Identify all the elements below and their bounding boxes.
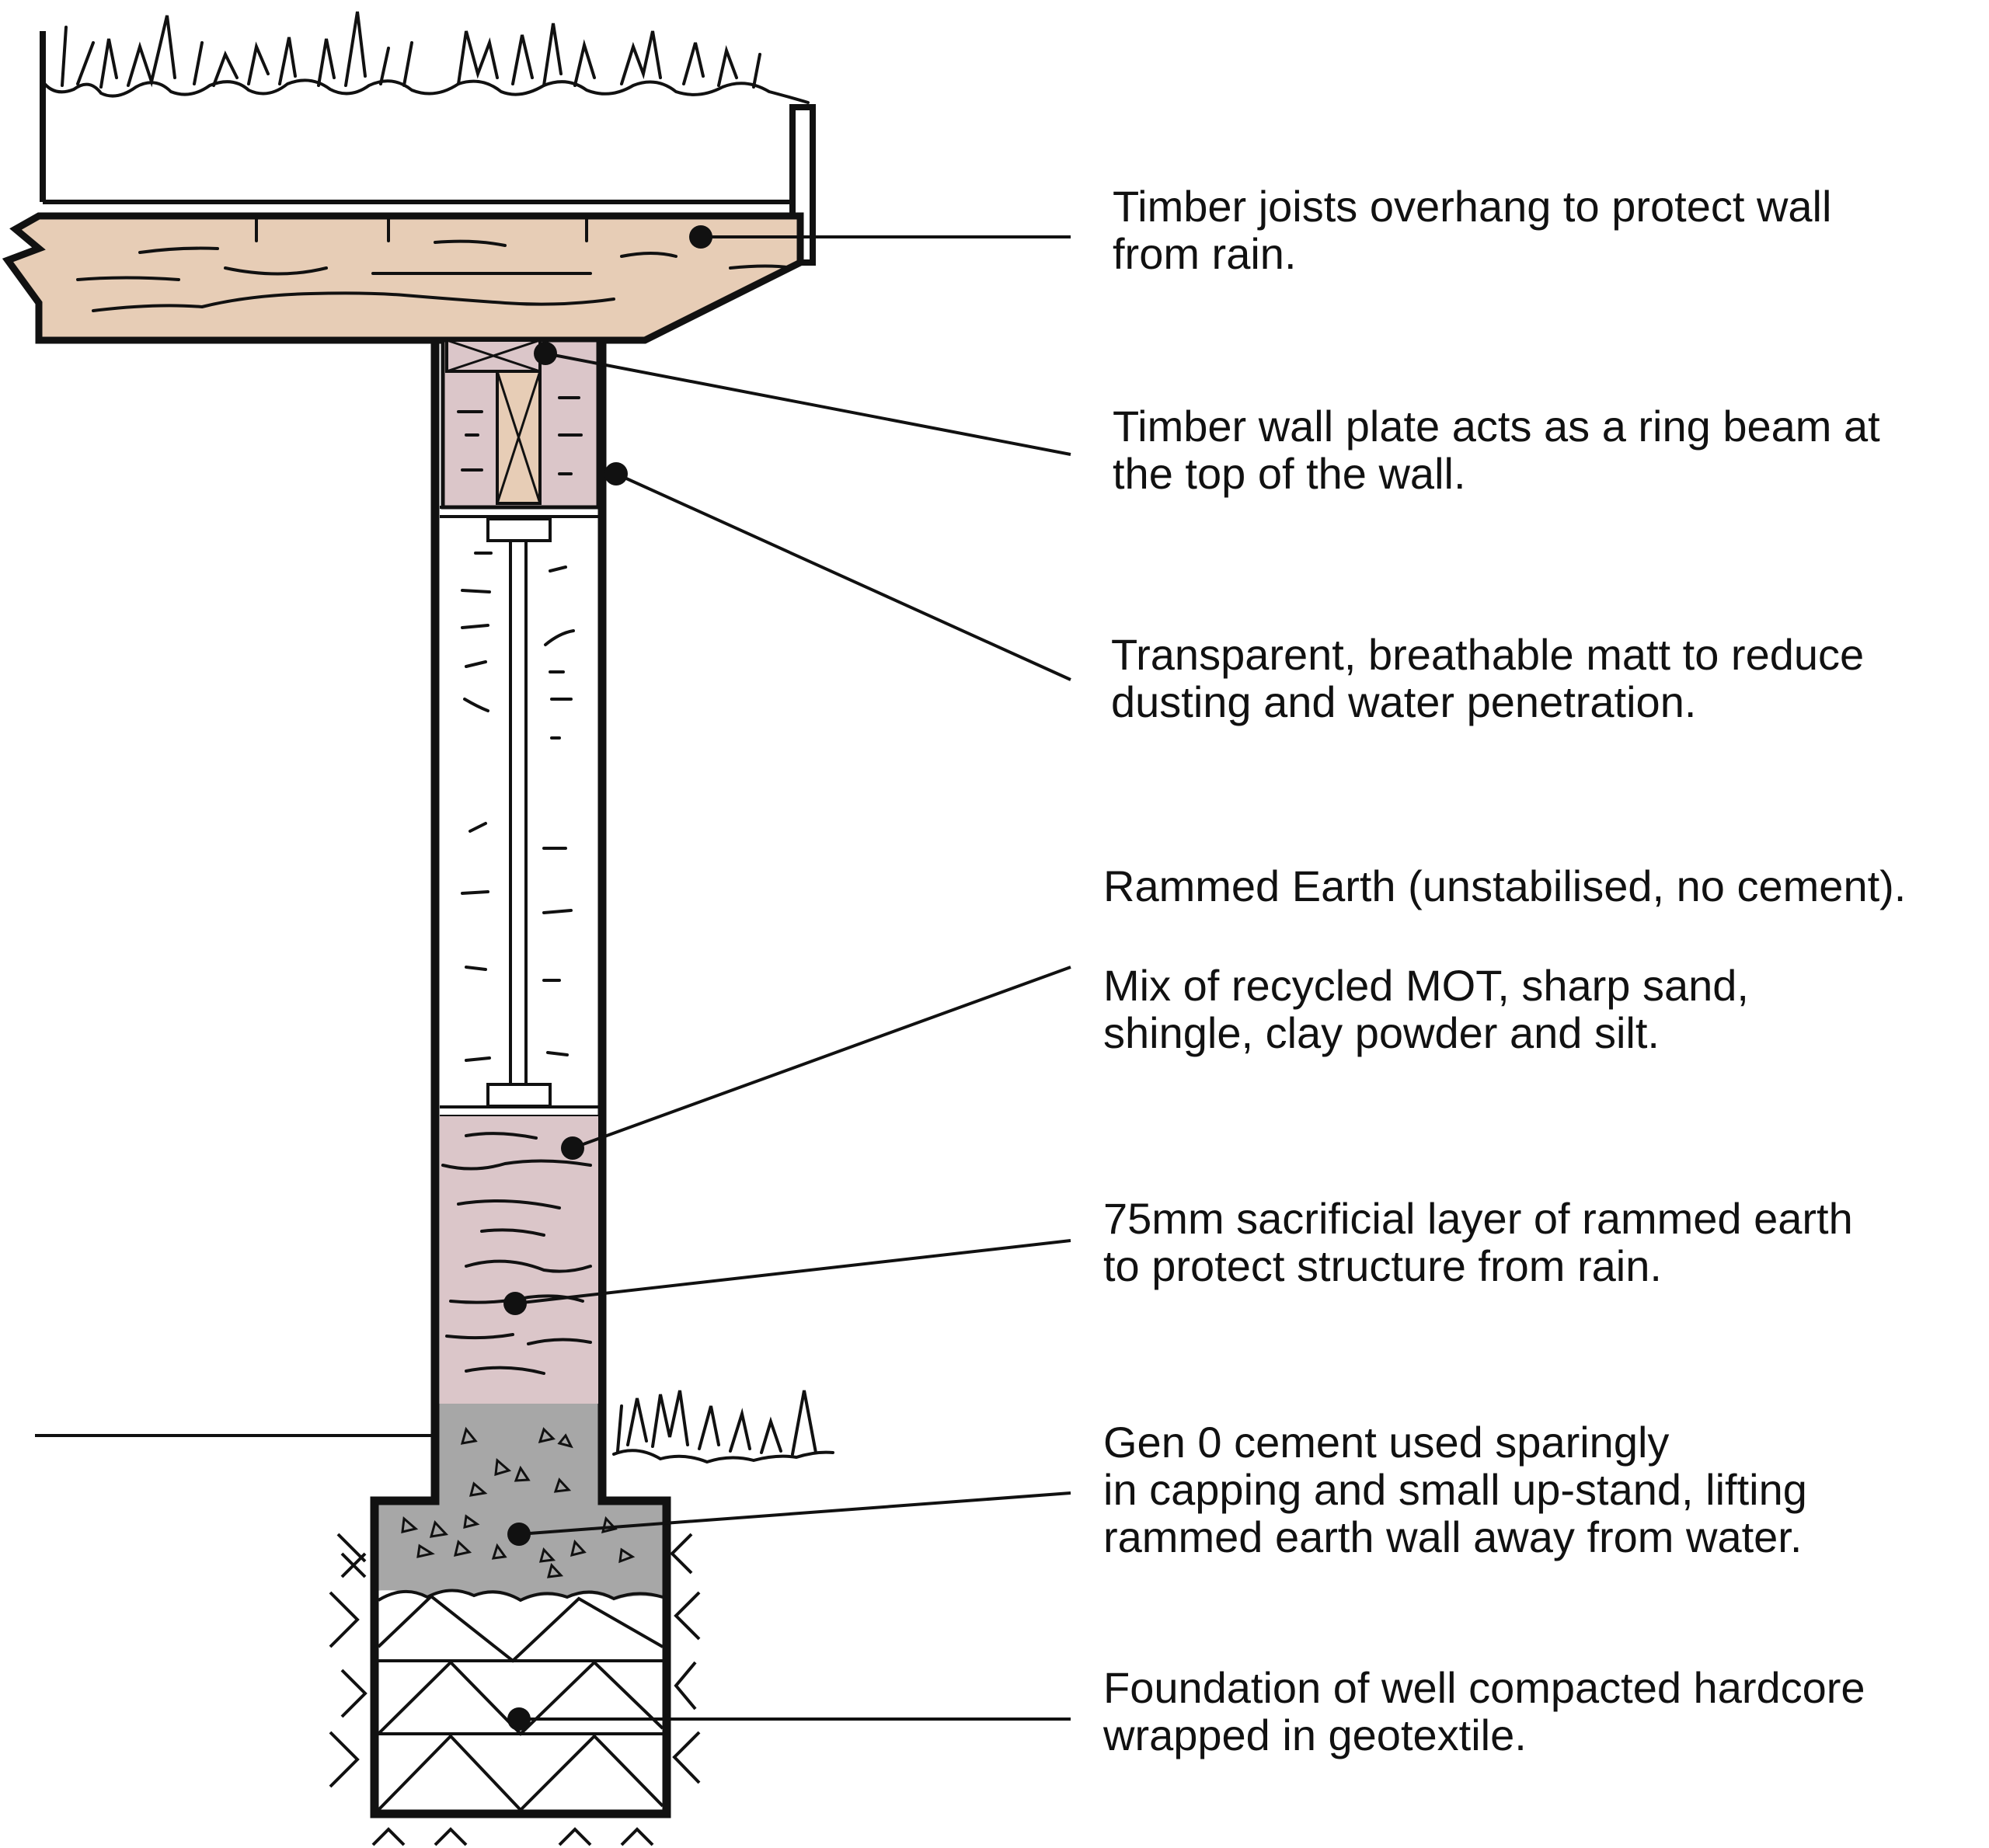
annotation-line: Timber wall plate acts as a ring beam at [1113, 402, 1880, 451]
joist-grain [76, 218, 794, 312]
annotation-line: Timber joists overhang to protect wall [1113, 182, 1832, 231]
wall-frame [430, 340, 607, 1445]
annotation-line: dusting and water penetration. [1111, 677, 1697, 726]
annotation-line: shingle, clay powder and silt. [1103, 1008, 1660, 1057]
annotation-line: the top of the wall. [1113, 449, 1466, 498]
annotation-foundation: Foundation of well compacted hardcore wr… [1103, 1664, 1865, 1759]
annotation-mix: Mix of recycled MOT, sharp sand, shingle… [1103, 962, 1749, 1056]
cement-capping [374, 1404, 664, 1602]
annotation-line: wrapped in geotextile. [1103, 1711, 1527, 1759]
annotation-line: Transparent, breathable matt to reduce [1111, 630, 1865, 679]
annotation-joists: Timber joists overhang to protect wall f… [1113, 183, 1831, 277]
sacrificial-earth-layer [440, 1116, 598, 1404]
rammed-earth-core [461, 517, 575, 1108]
timber-wall-plate [441, 338, 601, 510]
annotation-matt: Transparent, breathable matt to reduce d… [1111, 631, 1864, 726]
annotation-line: Foundation of well compacted hardcore [1103, 1663, 1865, 1712]
roof-grass [41, 11, 810, 104]
annotation-line: from rain. [1113, 229, 1297, 278]
annotation-rammed-earth: Rammed Earth (unstabilised, no cement). [1103, 862, 1906, 910]
annotation-cement: Gen 0 cement used sparingly in capping a… [1103, 1418, 1807, 1561]
ground-hatch [329, 1533, 701, 1846]
annotation-wall-plate: Timber wall plate acts as a ring beam at… [1113, 402, 1880, 497]
hardcore-foundation [377, 1589, 664, 1812]
annotation-line: Gen 0 cement used sparingly [1103, 1418, 1670, 1467]
annotation-line: in capping and small up-stand, lifting [1103, 1465, 1807, 1514]
footing-outline [370, 1404, 671, 1818]
annotation-line: 75mm sacrificial layer of rammed earth [1103, 1194, 1853, 1243]
annotation-line: to protect structure from rain. [1103, 1241, 1662, 1290]
annotation-line: Rammed Earth (unstabilised, no cement). [1103, 861, 1907, 910]
annotation-line: rammed earth wall away from water. [1103, 1512, 1803, 1561]
leader-lines [514, 235, 1071, 1721]
annotation-line: Mix of recycled MOT, sharp sand, [1103, 961, 1749, 1010]
annotation-sacrificial: 75mm sacrificial layer of rammed earth t… [1103, 1195, 1853, 1289]
leader-dots [503, 225, 712, 1731]
ground-grass [612, 1390, 834, 1464]
cement-aggregate [401, 1426, 636, 1578]
